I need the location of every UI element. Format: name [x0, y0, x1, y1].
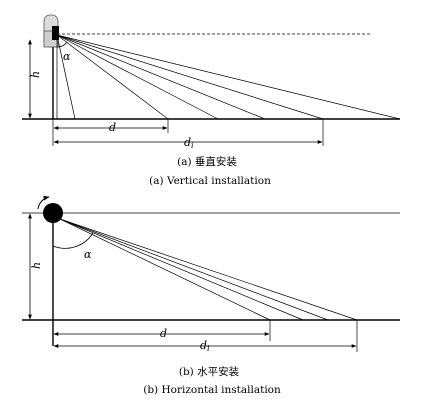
rotation-arrow-icon — [37, 195, 50, 210]
d-label: d — [109, 121, 116, 134]
alpha-label: α — [84, 248, 92, 261]
sensor-beam-rays — [59, 218, 358, 321]
caption-b-cn: (b) 水平安装 — [179, 365, 240, 378]
di-label: di — [200, 339, 210, 353]
alpha-arc — [52, 232, 94, 249]
sensor-beam-rays — [56, 34, 401, 120]
alpha-arc — [56, 41, 68, 48]
h-label: h — [29, 71, 42, 78]
sensor-ball-icon — [43, 203, 63, 223]
d-label: d — [160, 327, 167, 340]
h-label: h — [30, 262, 43, 269]
sensor-housing-icon — [43, 14, 59, 48]
figure-a-vertical: α h d di (a) 垂直安装 (a) Vertical installat… — [22, 14, 401, 187]
alpha-label: α — [63, 50, 71, 63]
caption-a-en: (a) Vertical installation — [149, 175, 271, 187]
caption-b-en: (b) Horizontal installation — [143, 384, 281, 396]
di-label: di — [184, 136, 194, 150]
caption-a-cn: (a) 垂直安装 — [177, 155, 237, 168]
figure-b-horizontal: α h d di (b) 水平安装 (b) Horizontal install… — [22, 195, 400, 396]
